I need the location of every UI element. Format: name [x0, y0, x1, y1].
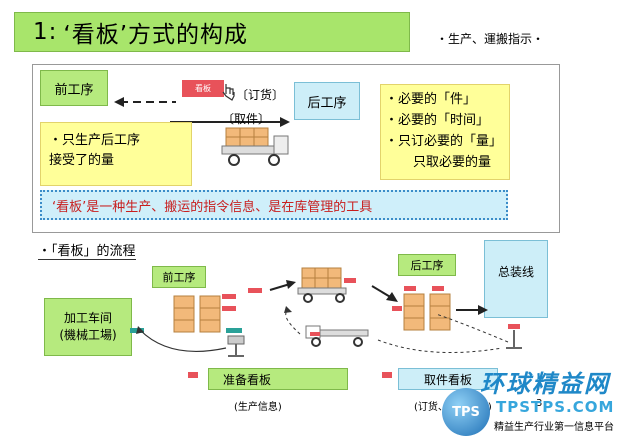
pickup-kanban-red-tab: [382, 372, 392, 378]
requirement-item: ・必要的「时间」: [385, 113, 490, 128]
next-process-stock: [403, 293, 451, 331]
truck-icon: [221, 127, 289, 166]
kanban-card-mark: [404, 286, 416, 291]
flow-prev-process-label: 前工序: [162, 271, 196, 284]
flow-prev-process-box: 前工序: [152, 266, 206, 288]
prep-card-mark: [226, 328, 242, 333]
assembly-post-icon: [506, 330, 522, 349]
requirements-box: ・必要的「件」 ・必要的「时间」 ・只订必要的「量」 只取必要的量: [380, 84, 510, 180]
prev-process-box: 前工序: [40, 70, 108, 106]
flow-next-process-box: 后工序: [398, 254, 456, 276]
hand-pointer-icon: [222, 84, 235, 101]
kanban-card-label: 看板: [195, 84, 211, 93]
left-note-box: ・只生产后工序 接受了的量: [40, 122, 192, 186]
pickup-label: 〔取件〕: [222, 112, 271, 126]
top-section-frame: [32, 64, 560, 233]
kanban-card-mark: [310, 332, 320, 336]
next-process-box: 后工序: [294, 82, 360, 120]
assembly-line-label: 总装线: [497, 265, 534, 279]
kanban-card-mark: [344, 278, 356, 283]
title-number: 1: [33, 19, 49, 45]
prep-kanban-red-tab: [188, 372, 198, 378]
next-process-label: 后工序: [307, 95, 347, 111]
prev-process-stock: [173, 295, 221, 333]
page-number: 3: [536, 398, 543, 409]
requirement-item: 只取必要的量: [413, 155, 492, 170]
pickup-kanban-label: 取件看板: [423, 372, 472, 387]
flow-heading: ・「看板」的流程: [38, 240, 136, 260]
flow-next-process-label: 后工序: [410, 259, 444, 272]
requirement-item: ・必要的「件」: [385, 92, 477, 107]
watermark-tagline: 精益生产行业第一信息平台: [494, 422, 614, 433]
kanban-card: 看板: [182, 80, 224, 97]
watermark-url: TPSTPS.COM: [496, 398, 615, 416]
prep-kanban-label: 准备看板: [223, 372, 272, 387]
tps-logo-text: TPS: [452, 404, 480, 420]
prep-kanban-box: 准备看板: [208, 368, 348, 390]
watermark-brand: 环球精益网: [480, 370, 610, 398]
flow-graphic: [130, 267, 522, 357]
workshop-label-line1: 加工车间: [63, 311, 112, 325]
definition-banner-text: ‘看板’是一种生产、搬运的指令信息、是在库管理的工具: [52, 199, 373, 215]
tps-logo-icon: TPS: [442, 388, 490, 436]
pickup-kanban-box: 取件看板: [398, 368, 498, 390]
left-note-line1: ・只生产后工序: [49, 133, 141, 148]
kanban-card-mark: [392, 306, 402, 311]
order-label: 〔订货〕: [236, 88, 285, 102]
header-right-label: ・生产、運搬指示・: [436, 32, 545, 46]
title-text: ‘看板’方式的构成: [63, 22, 249, 48]
workshop-label-line2: (機械工場): [59, 328, 117, 342]
kanban-card-mark: [248, 288, 262, 293]
title-separator: :: [48, 19, 58, 45]
assembly-line-box: 总装线: [484, 240, 548, 318]
kanban-card-mark: [432, 286, 444, 291]
definition-banner: ‘看板’是一种生产、搬运的指令信息、是在库管理的工具: [40, 190, 508, 220]
truck-loaded-icon: [297, 267, 347, 303]
prev-process-label: 前工序: [54, 82, 94, 98]
kanban-card-mark: [508, 324, 520, 329]
post-icon: [227, 335, 245, 357]
production-info-label: (生产信息): [234, 402, 282, 413]
page-title: 1 : ‘看板’方式的构成: [14, 12, 410, 52]
requirement-item: ・只订必要的「量」: [385, 134, 503, 149]
workshop-box: 加工车间 (機械工場): [44, 298, 132, 356]
kanban-card-mark: [222, 294, 236, 299]
kanban-card-mark: [222, 306, 236, 311]
left-note-line2: 接受了的量: [49, 153, 115, 168]
